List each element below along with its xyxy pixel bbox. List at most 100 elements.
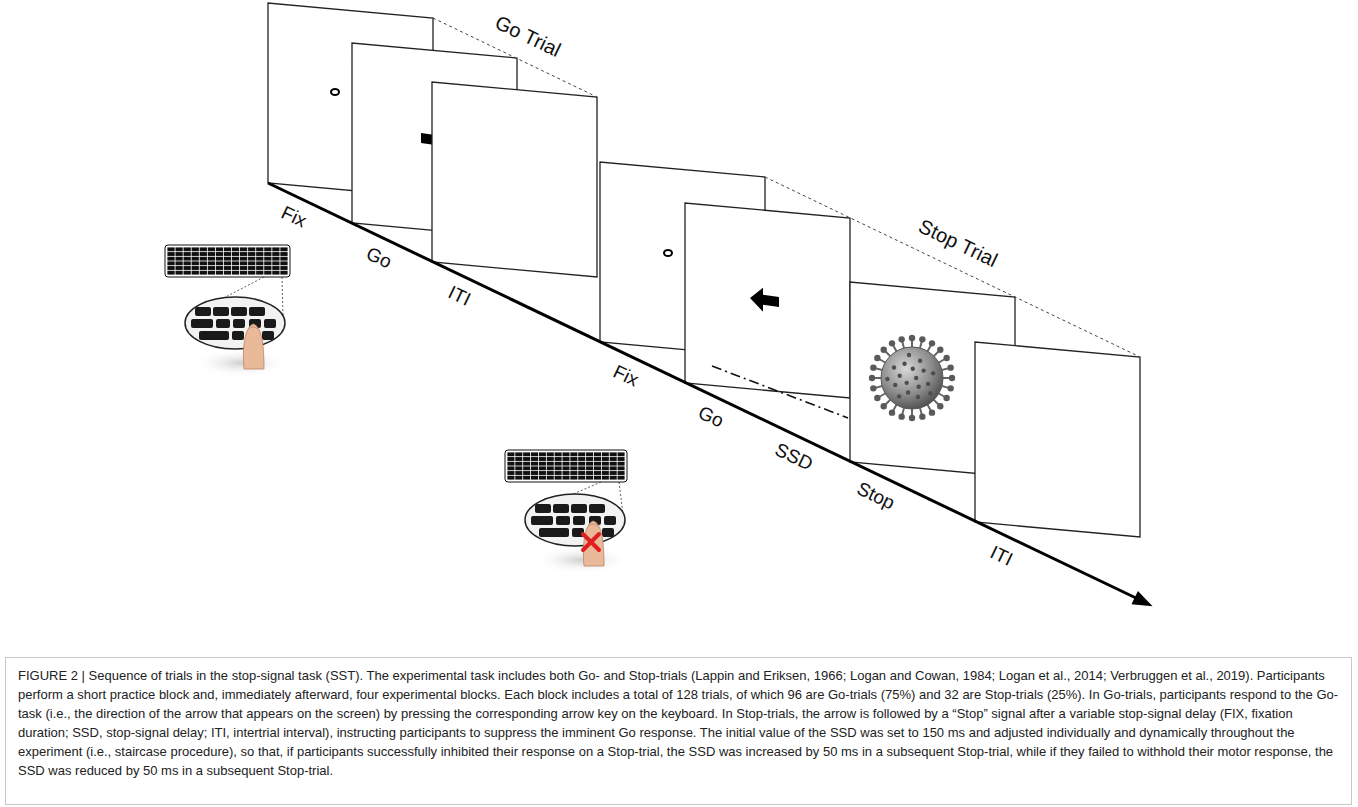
inhibit-cross: [583, 534, 599, 550]
zoomed-key: [604, 516, 616, 525]
keyboard-key: [192, 266, 199, 270]
keyboard-key: [264, 261, 271, 265]
keyboard-key: [240, 247, 247, 251]
keyboard-key: [555, 466, 562, 470]
keyboard-key: [578, 466, 585, 470]
keyboard-key: [256, 261, 263, 265]
keyboard-key: [192, 271, 199, 275]
keyboard-key: [200, 261, 207, 265]
keyboard-key: [184, 257, 191, 261]
keyboard-key: [184, 247, 191, 251]
axis-arrowhead: [1133, 593, 1150, 605]
keyboard-key: [515, 452, 522, 456]
finger: [243, 324, 264, 369]
keyboard-key: [523, 466, 530, 470]
virus-spike-tip: [881, 403, 887, 409]
zoomed-key: [262, 331, 274, 340]
keyboard-key: [594, 462, 601, 466]
virus-spike-tip: [869, 375, 875, 381]
keyboard-key: [618, 452, 625, 456]
zoomed-key: [531, 516, 553, 525]
virus-spike-tip: [870, 364, 876, 370]
keyboard-key: [610, 476, 617, 480]
keyboard-key: [562, 466, 569, 470]
keyboard-key: [578, 462, 585, 466]
keyboard-stop: [505, 450, 629, 574]
keyboard-key: [184, 266, 191, 270]
keyboard-key: [610, 466, 617, 470]
keyboard-key: [507, 452, 514, 456]
keyboard-key: [515, 476, 522, 480]
keyboard-key: [192, 247, 199, 251]
keyboard-key: [240, 271, 247, 275]
virus-spike-tip: [874, 395, 880, 401]
virus-texture: [926, 382, 930, 386]
zoomed-key: [191, 319, 213, 328]
keyboard-key: [515, 457, 522, 461]
keyboard-key: [586, 452, 593, 456]
keyboard-key: [256, 247, 263, 251]
keyboard-key: [578, 452, 585, 456]
keyboard-key: [280, 252, 287, 256]
keyboard-key: [594, 466, 601, 470]
keyboard-key: [547, 457, 554, 461]
virus-texture: [893, 383, 897, 387]
virus-spike-tip: [947, 364, 953, 370]
keyboard-key: [618, 466, 625, 470]
keyboard-key: [570, 462, 577, 466]
keyboard-key: [264, 252, 271, 256]
keyboard-key: [555, 471, 562, 475]
go-screen: [685, 203, 850, 398]
phase-label: ITI: [443, 281, 476, 311]
phase-label: Fix: [276, 202, 311, 234]
zoomed-key: [539, 528, 569, 537]
keyboard-go: [165, 245, 290, 377]
keyboard-key: [523, 462, 530, 466]
keyboard-key: [264, 271, 271, 275]
trial-heading: Go Trial: [490, 10, 566, 62]
finger: [583, 521, 604, 566]
virus-spike-tip: [937, 347, 943, 353]
keyboard-key: [586, 457, 593, 461]
fingernail: [248, 327, 258, 329]
keyboard-key: [224, 257, 231, 261]
keyboard-key: [232, 257, 239, 261]
keyboard-key: [256, 252, 263, 256]
virus-texture: [917, 385, 921, 389]
phase-label: Go: [693, 402, 729, 434]
keyboard-key: [224, 271, 231, 275]
keyboard-key: [570, 471, 577, 475]
keyboard-key: [232, 261, 239, 265]
keyboard-key: [175, 247, 182, 251]
keyboard-key: [523, 452, 530, 456]
keyboard-key: [248, 252, 255, 256]
keyboard-key: [175, 261, 182, 265]
trial-heading: Stop Trial: [913, 214, 1002, 272]
keyboard-key: [539, 471, 546, 475]
stop-signal-virus: [869, 335, 955, 421]
keyboard-key: [602, 457, 609, 461]
keyboard-key: [248, 247, 255, 251]
keyboard-key: [531, 471, 538, 475]
virus-spike-tip: [898, 413, 904, 419]
ssd-interval: [712, 366, 848, 418]
keyboard-key: [272, 266, 279, 270]
keyboard-key: [248, 257, 255, 261]
finger-shadow: [533, 546, 629, 574]
keyboard-key: [547, 466, 554, 470]
zoomed-key: [602, 528, 614, 537]
stop-trial-bracket: [765, 177, 1140, 357]
keyboard-key: [184, 261, 191, 265]
keyboard-key: [602, 452, 609, 456]
keyboard-key: [200, 252, 207, 256]
keyboard-key: [208, 261, 215, 265]
keyboard-key: [272, 252, 279, 256]
keyboard-key: [240, 261, 247, 265]
keyboard-key: [523, 457, 530, 461]
keyboard-key: [272, 257, 279, 261]
keyboard-key: [562, 476, 569, 480]
keyboard-key: [555, 476, 562, 480]
keyboard-key: [507, 462, 514, 466]
keyboard-key: [208, 252, 215, 256]
